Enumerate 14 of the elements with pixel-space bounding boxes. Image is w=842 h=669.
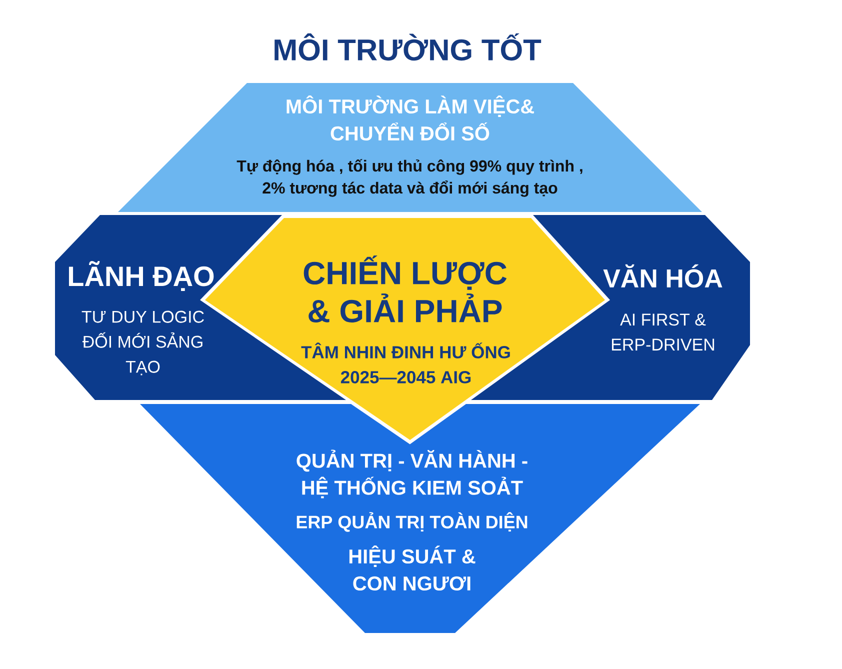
subheading: TƯ DUY LOGIC ĐỐI MỚI SẢNG TẠO [82, 310, 204, 376]
subheading: AI FIRST & ERP-DRIVEN [612, 314, 714, 350]
subheading: ERP QUẢN TRỊ TOÀN DIỆN [296, 512, 528, 532]
top-band [118, 83, 702, 212]
body-text: Tự động hóa , tối ưu thủ công 99% quy trình , 2% tương tác data và đổi mới sáng tạo [236, 159, 582, 197]
heading: VĂN HÓA [603, 264, 722, 288]
title: MÔI TRƯỜNG TỐT [274, 33, 542, 61]
heading: CHIẾN LƯỢC & GIẢI PHẢP [304, 256, 507, 322]
heading: LÃNH ĐẠO [68, 261, 214, 291]
heading: HIỆU SUÁT & CON NGƯƠI [349, 545, 476, 591]
funnel-panel [140, 404, 700, 633]
subheading: TÂM NHIN ĐINH HƯ ỐNG 2025—2045 AIG [301, 342, 510, 384]
heading: MÔI TRƯỜNG LÀM VIỆC& CHUYỂN ĐỔI SỐ [286, 95, 534, 141]
heading: QUẢN TRỊ - VĂN HÀNH - HỆ THỐNG KIEM SOẢT [296, 450, 528, 498]
